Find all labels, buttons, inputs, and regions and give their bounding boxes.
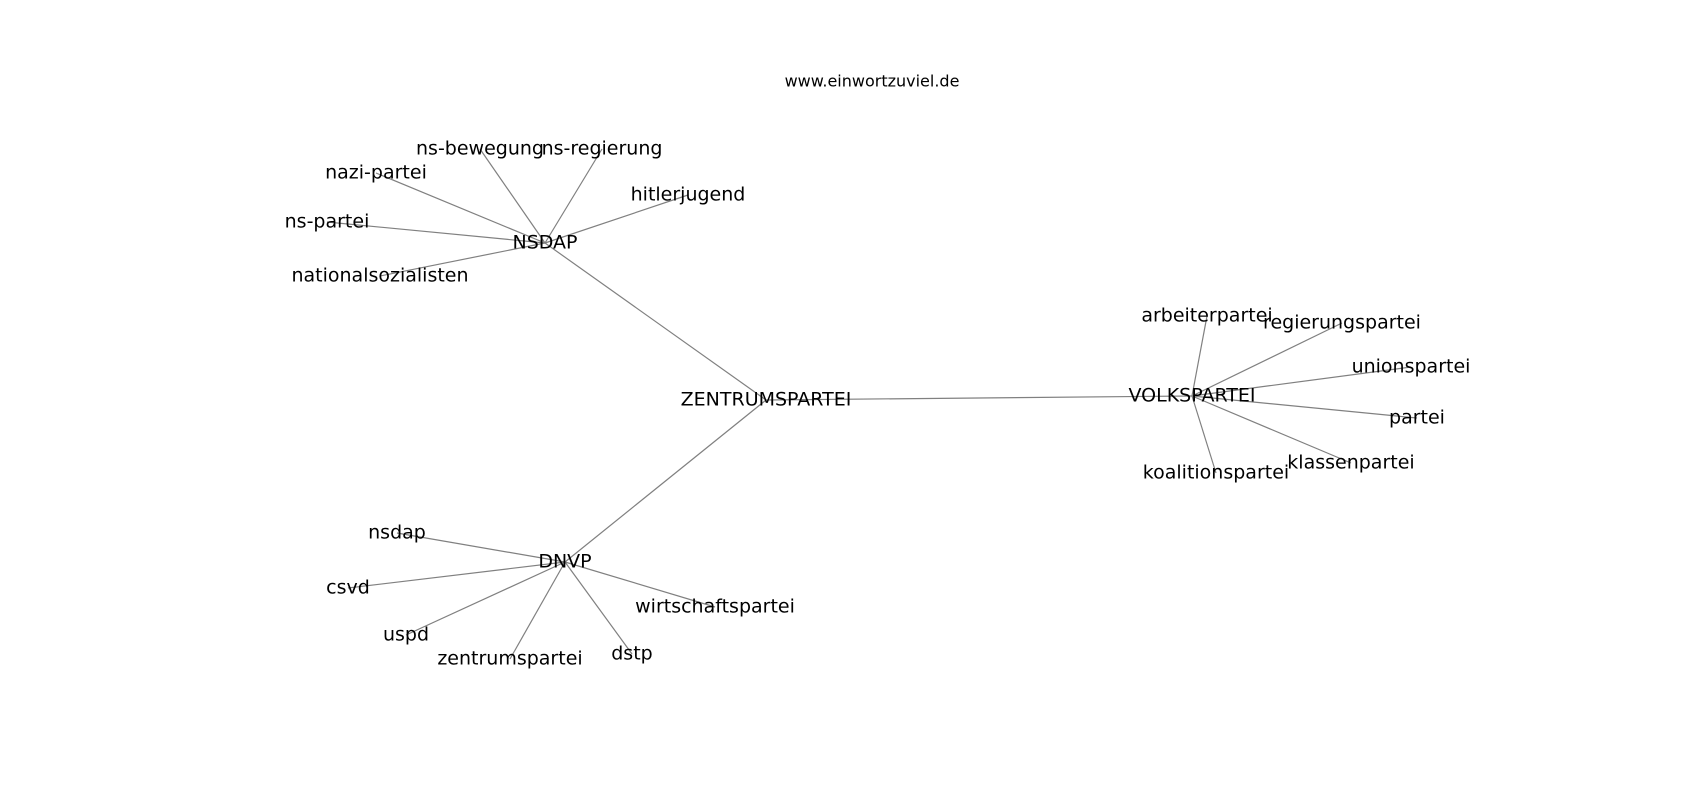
edge-group <box>326 148 1418 660</box>
source-url-label: www.einwortzuviel.de <box>785 72 960 91</box>
edge-zentrumspartei_hub-nsdap_hub <box>544 242 767 401</box>
edge-dnvp_hub-nsdap <box>396 532 566 563</box>
node-label-nationalsozialisten: nationalsozialisten <box>291 265 468 287</box>
node-label-uspd: uspd <box>383 624 429 646</box>
edge-nsdap_hub-ns-partei <box>326 221 546 244</box>
edge-volkspartei_hub-klassenpartei <box>1191 395 1352 464</box>
node-label-csvd: csvd <box>326 577 370 599</box>
node-label-arbeiterpartei: arbeiterpartei <box>1141 305 1272 327</box>
edge-dnvp_hub-dstp <box>564 561 633 655</box>
edge-volkspartei_hub-arbeiterpartei <box>1191 315 1208 397</box>
edge-dnvp_hub-zentrumspartei <box>509 561 566 660</box>
edge-nsdap_hub-ns-bewegung <box>479 148 546 244</box>
edge-dnvp_hub-uspd <box>405 561 566 636</box>
node-label-volkspartei_hub: VOLKSPARTEI <box>1129 385 1256 407</box>
node-label-dstp: dstp <box>611 643 652 665</box>
edge-nsdap_hub-nationalsozialisten <box>379 242 546 277</box>
edge-volkspartei_hub-regierungspartei <box>1191 322 1343 397</box>
node-label-klassenpartei: klassenpartei <box>1287 452 1414 474</box>
edge-nsdap_hub-nazi-partei <box>375 172 546 244</box>
node-label-hitlerjugend: hitlerjugend <box>631 184 746 206</box>
node-label-dnvp_hub: DNVP <box>538 551 591 573</box>
edge-volkspartei_hub-partei <box>1191 395 1418 419</box>
edge-dnvp_hub-csvd <box>347 561 566 589</box>
edge-nsdap_hub-hitlerjugend <box>544 194 689 244</box>
node-label-wirtschaftspartei: wirtschaftspartei <box>635 596 795 618</box>
node-label-ns-bewegung: ns-bewegung <box>416 138 544 160</box>
node-label-zentrumspartei_hub: ZENTRUMSPARTEI <box>681 389 852 411</box>
node-label-group: ZENTRUMSPARTEI NSDAP DNVP VOLKSPARTEI ns-bew… <box>285 138 1471 670</box>
node-label-nazi-partei: nazi-partei <box>325 162 427 184</box>
edge-nsdap_hub-ns-regierung <box>544 148 603 244</box>
node-label-zentrumspartei: zentrumspartei <box>437 648 582 670</box>
node-label-partei: partei <box>1389 407 1445 429</box>
node-label-nsdap: nsdap <box>368 522 426 544</box>
node-label-regierungspartei: regierungspartei <box>1263 312 1421 334</box>
edge-zentrumspartei_hub-volkspartei_hub <box>765 395 1193 401</box>
node-label-nsdap_hub: NSDAP <box>512 232 577 254</box>
node-label-koalitionspartei: koalitionspartei <box>1143 462 1289 484</box>
node-label-ns-partei: ns-partei <box>285 211 370 233</box>
node-label-unionspartei: unionspartei <box>1352 356 1471 378</box>
edge-volkspartei_hub-unionspartei <box>1191 366 1412 397</box>
edge-zentrumspartei_hub-dnvp_hub <box>564 399 767 563</box>
node-label-ns-regierung: ns-regierung <box>542 138 663 160</box>
edge-dnvp_hub-wirtschaftspartei <box>564 561 716 608</box>
edge-volkspartei_hub-koalitionspartei <box>1191 395 1217 474</box>
